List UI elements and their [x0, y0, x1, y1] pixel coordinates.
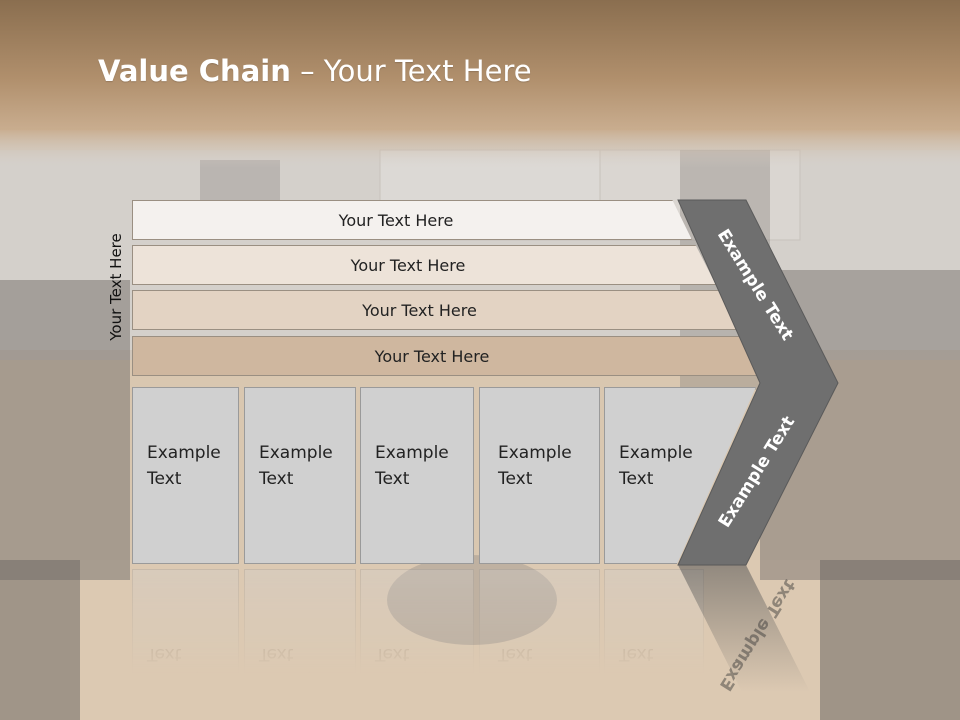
box-line-2: Text — [147, 469, 182, 489]
box-line-2: Text — [375, 469, 410, 489]
value-bar-3: Your Text Here — [132, 290, 739, 330]
value-bar-1: Your Text Here — [132, 200, 692, 240]
box-line-1: Example — [498, 443, 572, 463]
box-line-1: Example — [375, 443, 449, 463]
value-bar-label: Your Text Here — [338, 210, 454, 230]
box-line-2: Text — [498, 469, 533, 489]
side-vertical-label: Your Text Here — [107, 233, 125, 341]
box-line-2: Text — [619, 469, 654, 489]
box-line-2: Text — [259, 469, 294, 489]
slide-title: Value Chain – Your Text Here — [98, 54, 532, 88]
value-bar-label: Your Text Here — [362, 300, 477, 320]
box-line-1: Example — [147, 443, 221, 463]
activity-box-2: Example Text — [244, 387, 356, 564]
value-bar-label: Your Text Here — [374, 346, 490, 366]
activity-box-1: Example Text — [132, 387, 239, 564]
value-bar-4: Your Text Here — [132, 336, 764, 376]
activity-box-3: Example Text — [360, 387, 474, 564]
box-line-1: Example — [619, 443, 693, 463]
activity-box-4: Example Text — [479, 387, 600, 564]
title-rest: – Your Text Here — [290, 54, 532, 88]
value-bar-label: Your Text Here — [350, 255, 466, 275]
value-bar-2: Your Text Here — [132, 245, 716, 285]
title-bold: Value Chain — [98, 54, 291, 88]
box-line-1: Example — [259, 443, 333, 463]
